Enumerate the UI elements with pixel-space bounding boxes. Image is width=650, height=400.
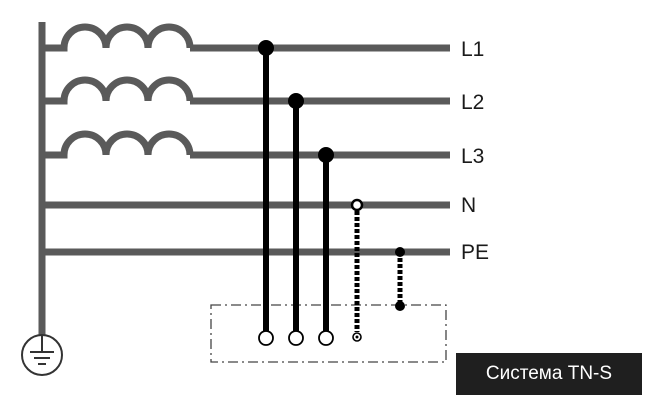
- label-l3: L3: [461, 145, 484, 168]
- coil-l1: [42, 23, 194, 52]
- junction-pe: [395, 247, 405, 257]
- junction-l1: [258, 40, 274, 56]
- label-n: N: [461, 194, 476, 217]
- label-pe: PE: [461, 241, 489, 264]
- junction-pe-enclosure: [395, 301, 405, 311]
- terminal-l2: [288, 330, 304, 346]
- label-l2: L2: [461, 91, 484, 114]
- system-type-badge: Система TN-S: [456, 353, 642, 395]
- terminal-l3: [318, 330, 334, 346]
- terminal-l1: [258, 330, 274, 346]
- label-l1: L1: [461, 38, 484, 61]
- coil-l2: [42, 76, 194, 105]
- coil-l3: [42, 130, 194, 159]
- junction-n: [350, 198, 364, 212]
- terminal-n-core: [355, 335, 359, 339]
- junction-l3: [318, 147, 334, 163]
- junction-l2: [288, 93, 304, 109]
- consumer-enclosure: [210, 304, 447, 363]
- ground-symbol-icon: [21, 334, 63, 376]
